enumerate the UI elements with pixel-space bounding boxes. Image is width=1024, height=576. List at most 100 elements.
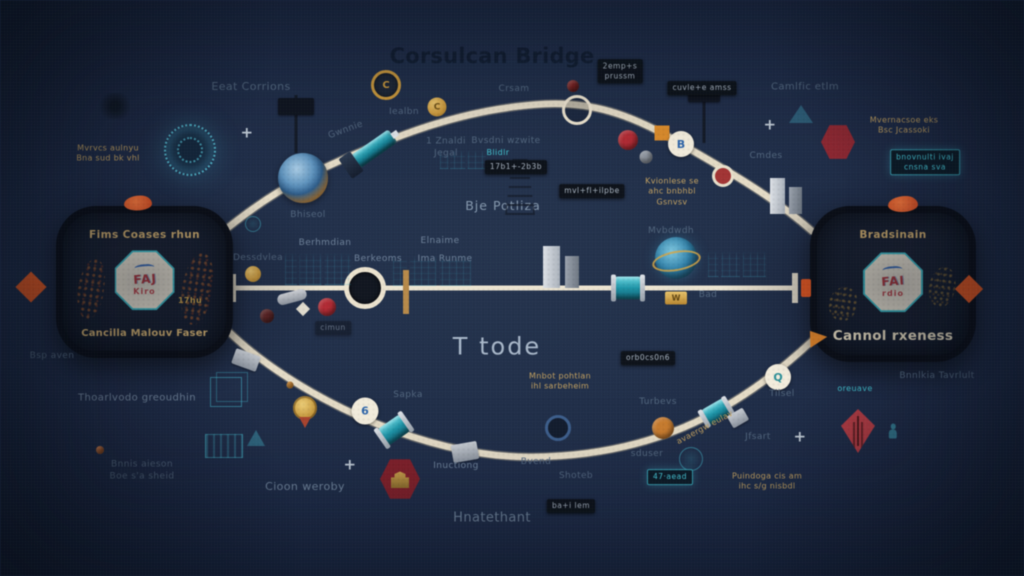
scatter-label: 17hu <box>177 295 203 305</box>
badge-label: 2emp+s prussm <box>597 59 643 83</box>
scatter-label: Cioon weroby <box>265 479 345 493</box>
teal-rosette-icon <box>164 124 216 176</box>
scatter-label: Iealbn <box>388 107 420 118</box>
red-circle-icon <box>618 130 638 150</box>
badge-label: mvl+fl+ilpbe <box>559 184 625 198</box>
timeline-ring-icon <box>344 267 386 309</box>
scatter-label: oreuave <box>837 383 873 393</box>
octagon-caption: Kiro <box>133 287 156 297</box>
dark-red-dot-icon <box>567 80 579 92</box>
scatter-label: Cmdes <box>749 151 783 162</box>
bottom-arc <box>223 326 817 461</box>
orange-blob-icon <box>888 196 918 212</box>
scatter-label: Berhmdian <box>298 238 352 249</box>
scatter-label: Shoteb <box>558 471 594 482</box>
right-node-subtitle: Cannol rxeness <box>832 328 954 344</box>
left-node-title: Fims Coases rhun <box>89 229 200 241</box>
city-sketch <box>440 147 486 169</box>
center-buildings-icon <box>543 246 579 288</box>
flourish-ornament <box>73 257 109 321</box>
scatter-label: Bhiseol <box>290 210 326 221</box>
path-ring-icon <box>562 95 592 125</box>
scatter-label: Camlfic etlm <box>771 81 839 93</box>
tan-pole-icon <box>403 270 409 314</box>
gold-ring-coin-icon: C <box>371 70 401 100</box>
gold-coin-icon: C <box>427 97 447 117</box>
left-chain-node[interactable]: Fims Coases rhun FAJ Kiro Cancilla Malou… <box>56 206 233 358</box>
blue-ring-icon <box>545 415 571 441</box>
orange-sphere-icon <box>652 417 674 439</box>
teal-mountain-icon <box>789 105 813 123</box>
scatter-label: Tilsel <box>769 389 795 400</box>
scatter-label: Sapka <box>393 390 423 401</box>
gray-dot-icon <box>639 150 653 164</box>
badge-label: 17b1+-2b3b <box>484 160 548 174</box>
scatter-label: Puindoga cis am ihc s/g nisbdl <box>731 471 803 491</box>
orange-dot-icon <box>286 381 294 389</box>
teal-cube-icon <box>210 371 249 407</box>
bridge-node-q-icon: Q <box>765 364 791 390</box>
octagon-glyph: FAJ <box>132 263 157 287</box>
scatter-label: Hnatethant <box>453 510 531 526</box>
red-circle-icon <box>318 298 336 316</box>
teal-triangle-icon <box>247 430 265 446</box>
gold-medal-icon <box>293 396 317 420</box>
bridge-node-b-icon: B <box>668 131 694 157</box>
scatter-label: Bsp aven <box>29 351 75 362</box>
scatter-label: + <box>240 123 254 142</box>
teal-circle-icon <box>245 216 261 232</box>
scatter-label: Bvend <box>520 457 552 468</box>
red-hexagon-icon <box>821 125 855 159</box>
scatter-label: Turbevs <box>639 397 677 408</box>
teal-chart-icon <box>205 434 243 458</box>
badge-label: cimun <box>315 321 351 335</box>
silver-towers-icon <box>770 178 802 215</box>
badge-label: bnovnulti ivaj cnsna sva <box>890 149 960 175</box>
badge-label: cuvle+e amss <box>667 81 737 95</box>
orange-blob-icon <box>124 195 152 211</box>
right-node-octagon: FAI rdio <box>863 252 923 313</box>
orange-square-icon <box>654 125 670 141</box>
orange-dot-icon <box>96 446 104 454</box>
signpost-icon <box>278 95 314 153</box>
teal-cylinder-icon <box>611 274 645 302</box>
scatter-label: + <box>793 427 807 446</box>
badge-label: orb0cs0n6 <box>620 351 676 365</box>
orange-tab-icon <box>801 279 811 297</box>
scatter-label: Bnnlkia Tavrlult <box>899 371 975 382</box>
center-line-caps <box>230 273 798 303</box>
scatter-label: Inuctiong <box>433 461 479 472</box>
gold-coin-icon <box>245 266 261 282</box>
scatter-label: Crsam <box>498 84 530 95</box>
teal-circle-icon <box>679 447 703 471</box>
scatter-label: Bvsdni wzwite <box>471 136 541 147</box>
scatter-label: Mvrvcs aulnyu Bna sud bk vhl <box>76 143 140 163</box>
scatter-label: Elnaime <box>420 236 460 247</box>
right-chain-node[interactable]: Bradsinain FAI rdio Cannol rxeness <box>810 206 976 362</box>
octagon-caption: rdio <box>882 289 904 299</box>
left-node-subtitle: Cancilla Malouv Faser <box>81 328 208 339</box>
badge-label: 47·aead <box>647 469 693 485</box>
scatter-label: Mvbdwdh <box>647 226 695 237</box>
bridge-node-6-icon: 6 <box>351 397 379 425</box>
scatter-label: Ima Runme <box>417 254 473 265</box>
globe-icon <box>655 237 697 279</box>
scatter-label: + <box>343 455 357 474</box>
scatter-label: Blidlr <box>486 147 510 157</box>
left-node-octagon: FAJ Kiro <box>114 250 175 311</box>
teal-person-icon <box>887 424 899 439</box>
dark-smudge-icon <box>97 93 133 119</box>
flourish-ornament <box>926 265 958 309</box>
center-big-label: T tode <box>452 332 542 361</box>
scatter-label: Mnbot pohtlan ihl sarbeheim <box>529 371 591 391</box>
maroon-dot-icon <box>260 309 274 323</box>
scatter-label: Dessdvlea <box>232 253 284 264</box>
flourish-ornament <box>826 285 860 323</box>
right-node-title: Bradsinain <box>859 229 927 241</box>
badge-label: ba+i lem <box>546 499 596 513</box>
scatter-label: 1 Znaldi Jegal <box>426 136 466 158</box>
scatter-label: Bnnis aieson Boe s'a sheid <box>109 459 175 481</box>
scatter-label: + <box>763 115 777 134</box>
scatter-label: Mvernacsoe eks Bsc Jcassoki <box>869 115 939 135</box>
